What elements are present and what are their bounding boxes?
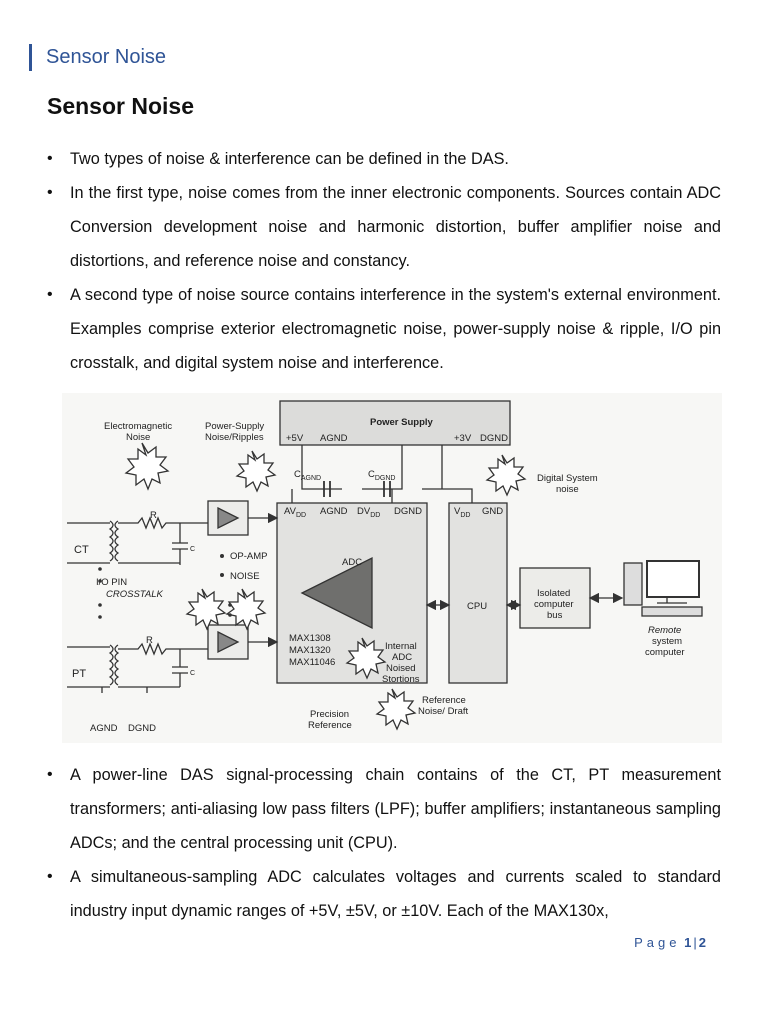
- label: AGND: [320, 433, 348, 444]
- computer-keyboard: [641, 606, 703, 617]
- label: system: [652, 636, 682, 647]
- label: Internal: [385, 641, 417, 652]
- total-pages: 2: [698, 935, 706, 950]
- em-noise-burst: [124, 442, 170, 491]
- power-wire-right: [391, 445, 473, 503]
- label: Digital System: [537, 473, 598, 484]
- label: R: [150, 510, 157, 521]
- isolated-bus-box: [519, 567, 591, 629]
- label: DGND: [394, 506, 422, 517]
- adc-triangle: [300, 556, 373, 630]
- digital-noise-burst: [485, 454, 527, 497]
- label: ADC: [392, 652, 412, 663]
- label: ADC: [342, 557, 362, 568]
- label: Noise/Ripples: [205, 432, 264, 443]
- label: DVDD: [357, 506, 380, 519]
- label: NOISE: [230, 571, 260, 582]
- label: Noise/ Draft: [418, 706, 469, 717]
- internal-adc-burst: [345, 637, 387, 680]
- label: Noised: [386, 663, 416, 674]
- bullet-list-bottom: A power-line DAS signal-processing chain…: [47, 758, 721, 928]
- das-noise-diagram: Electromagnetic Noise Power-Supply Noise…: [62, 393, 722, 743]
- computer-tower: [623, 562, 643, 606]
- page-title: Sensor Noise: [47, 93, 194, 119]
- label: computer: [534, 599, 574, 610]
- current-page: 1: [684, 935, 692, 950]
- cpu-box: [448, 502, 508, 684]
- label: GND: [482, 506, 503, 517]
- label: C: [190, 546, 195, 553]
- label: R: [146, 635, 153, 646]
- label: DGND: [480, 433, 508, 444]
- reference-noise-burst: [375, 688, 417, 731]
- page-number: Page 1|2: [634, 935, 706, 950]
- computer-monitor: [646, 560, 700, 598]
- label: Noise: [126, 432, 150, 443]
- bullet-item: Two types of noise & interference can be…: [47, 142, 721, 176]
- label: CROSSTALK: [106, 589, 164, 600]
- label: VDD: [454, 506, 470, 519]
- label: PT: [72, 668, 86, 680]
- label: AVDD: [284, 506, 306, 519]
- label: Reference: [308, 720, 352, 731]
- opamp-noise-burst: [225, 588, 267, 631]
- label: MAX1308: [289, 633, 331, 644]
- label: CDGND: [368, 469, 396, 482]
- label: AGND: [90, 723, 118, 734]
- label: Power-Supply: [205, 421, 264, 432]
- label: Reference: [422, 695, 466, 706]
- label: MAX1320: [289, 645, 331, 656]
- label: Precision: [310, 709, 349, 720]
- label: DGND: [128, 723, 156, 734]
- bullet-item: A power-line DAS signal-processing chain…: [47, 758, 721, 860]
- bullet-list-top: Two types of noise & interference can be…: [47, 142, 721, 380]
- label: CT: [74, 544, 89, 556]
- label: I/O PIN: [96, 577, 127, 588]
- running-header-text: Sensor Noise: [46, 46, 167, 68]
- label: Isolated: [537, 588, 570, 599]
- label: C: [190, 670, 195, 677]
- label: Remote: [648, 625, 681, 636]
- bullet-item: A simultaneous-sampling ADC calculates v…: [47, 860, 721, 928]
- running-header: Sensor Noise: [29, 44, 166, 71]
- label: Electromagnetic: [104, 421, 172, 432]
- ps-noise-burst: [235, 450, 277, 493]
- page-word: Page: [634, 935, 681, 950]
- das-noise-diagram-svg: Electromagnetic Noise Power-Supply Noise…: [67, 400, 703, 734]
- label: noise: [556, 484, 579, 495]
- label: Power Supply: [370, 417, 434, 428]
- bullet-item: A second type of noise source contains i…: [47, 278, 721, 380]
- bullet-item: In the first type, noise comes from the …: [47, 176, 721, 278]
- label: bus: [547, 610, 563, 621]
- label: AGND: [320, 506, 348, 517]
- label: +3V: [454, 433, 472, 444]
- crosstalk-noise-burst: [185, 588, 227, 631]
- label: CPU: [467, 601, 487, 612]
- label: computer: [645, 647, 685, 658]
- power-supply-box: [279, 400, 511, 446]
- page-separator: |: [693, 935, 697, 950]
- label: Stortions: [382, 674, 420, 685]
- label: OP-AMP: [230, 551, 267, 562]
- power-wire-left: [301, 445, 403, 490]
- label: +5V: [286, 433, 304, 444]
- label: CAGND: [294, 469, 321, 482]
- label: MAX11046: [289, 657, 335, 668]
